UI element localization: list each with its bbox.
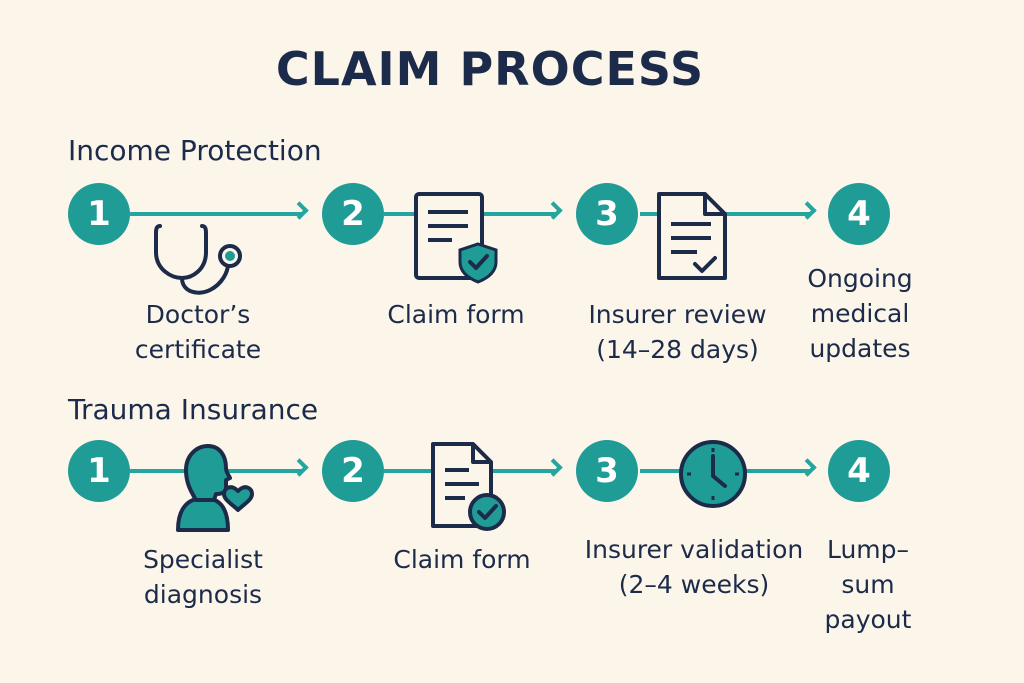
step-3-label-line-1: Insurer review — [588, 300, 767, 329]
step-2-badge: 2 — [322, 440, 384, 502]
step-4-label-line-2: medical — [810, 299, 910, 328]
step-4-label: Lump– sum payout — [800, 532, 936, 637]
clock-icon — [679, 440, 747, 508]
step-3-label-line-2: (14–28 days) — [596, 335, 759, 364]
step-2-label: Claim form — [372, 542, 552, 577]
section-title-trauma-insurance: Trauma Insurance — [68, 393, 319, 426]
step-3-badge: 3 — [576, 183, 638, 245]
step-4-label-line-2: sum — [841, 570, 895, 599]
step-3-label-line-2: (2–4 weeks) — [618, 570, 770, 599]
step-1-badge: 1 — [68, 440, 130, 502]
step-2-label: Claim form — [366, 297, 546, 332]
stethoscope-icon — [154, 224, 242, 295]
step-3-badge: 3 — [576, 440, 638, 502]
step-3-label: Insurer validation (2–4 weeks) — [566, 532, 822, 602]
person-heart-icon — [176, 444, 254, 532]
step-3-label: Insurer review (14–28 days) — [570, 297, 785, 367]
step-2-label-line-1: Claim form — [393, 545, 531, 574]
step-4-label: Ongoing medical updates — [790, 261, 930, 366]
step-4-badge: 4 — [828, 440, 890, 502]
step-1-label-line-2: diagnosis — [143, 580, 263, 609]
page-title: CLAIM PROCESS — [275, 42, 705, 96]
step-4-label-line-3: updates — [809, 334, 911, 363]
document-check-icon — [657, 192, 727, 280]
arrow-1-2 — [130, 212, 302, 216]
step-1-label-line-1: Specialist — [143, 545, 263, 574]
step-1-label: Doctor’s certificate — [118, 297, 278, 367]
step-4-badge: 4 — [828, 183, 890, 245]
step-3-label-line-1: Insurer validation — [584, 535, 804, 564]
step-1-label-line-2: certificate — [134, 335, 262, 364]
step-4-label-line-1: Lump– — [826, 535, 910, 564]
step-2-badge: 2 — [322, 183, 384, 245]
form-shield-icon — [414, 192, 498, 284]
step-4-label-line-1: Ongoing — [807, 264, 913, 293]
step-1-label: Specialist diagnosis — [118, 542, 288, 612]
step-1-badge: 1 — [68, 183, 130, 245]
step-1-label-line-1: Doctor’s — [145, 300, 251, 329]
step-4-label-line-3: payout — [824, 605, 912, 634]
section-title-income-protection: Income Protection — [68, 134, 322, 167]
form-check-icon — [431, 442, 506, 531]
step-2-label-line-1: Claim form — [387, 300, 525, 329]
